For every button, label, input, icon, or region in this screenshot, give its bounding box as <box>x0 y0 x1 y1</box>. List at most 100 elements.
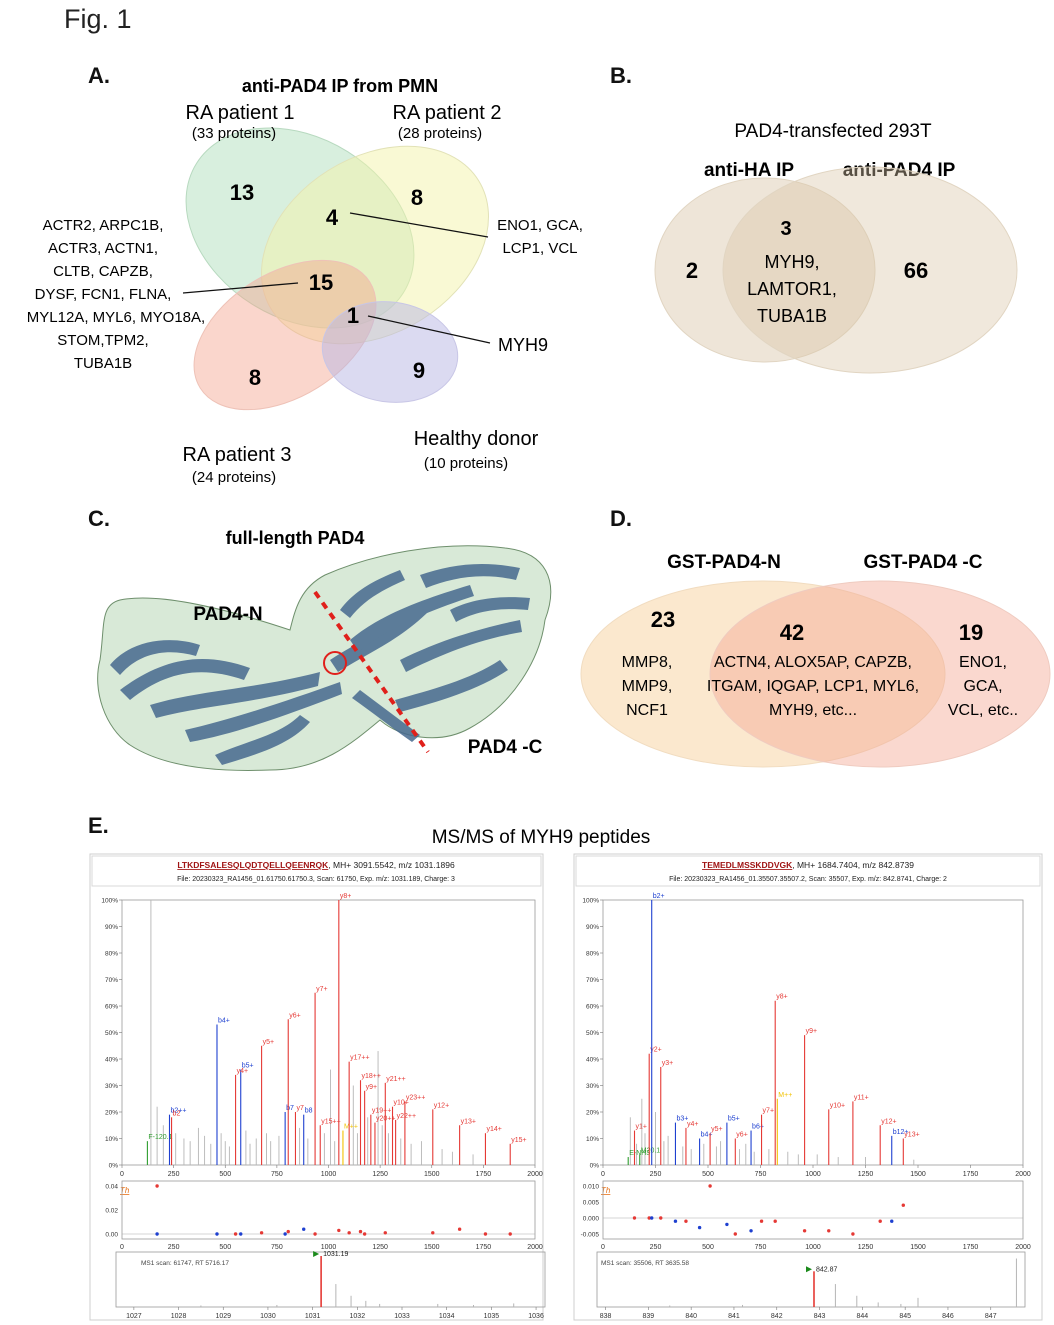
x-tick-label: 0 <box>601 1171 605 1178</box>
peak-label: b4+ <box>218 1018 230 1025</box>
venn-set-anti-pad4 <box>722 166 1018 374</box>
spectrum-panel: LTKDFSALESQLQDTQELLQEENRQK, MH+ 3091.554… <box>89 853 546 1321</box>
peak-label: y10+ <box>394 1100 409 1107</box>
ms1-frame <box>115 1251 546 1308</box>
ms1-x-tick-label: 843 <box>814 1313 826 1320</box>
peak-label: y18++ <box>362 1073 381 1080</box>
y-tick-label: 70% <box>586 977 599 984</box>
pad4-c-label: PAD4 -C <box>468 737 543 758</box>
error-point <box>684 1219 688 1223</box>
error-tick-label: 0.00 <box>105 1232 118 1239</box>
panel-b-label: B. <box>610 63 632 88</box>
venn-set-anti-ha <box>654 177 876 363</box>
leader-line-15 <box>182 282 299 294</box>
error-point <box>647 1216 651 1220</box>
error-point <box>313 1232 317 1236</box>
ms1-x-tick-label: 1032 <box>350 1313 366 1320</box>
error-tick-label: 0.005 <box>583 1200 600 1207</box>
peak-label: y4+ <box>687 1121 698 1128</box>
error-x-tick-label: 0 <box>120 1244 124 1251</box>
ms1-x-tick-label: 1028 <box>171 1313 187 1320</box>
panel-d-set-right: GST-PAD4 -C <box>864 552 983 573</box>
error-x-tick-label: 1250 <box>858 1244 874 1251</box>
ms1-scan-info: MS1 scan: 61747, RT 5716.17 <box>141 1260 229 1267</box>
error-x-tick-label: 1000 <box>805 1244 821 1251</box>
spectrum-title: LTKDFSALESQLQDTQELLQEENRQK, MH+ 3091.554… <box>177 860 455 870</box>
ms1-x-tick-label: 1033 <box>394 1313 410 1320</box>
error-x-tick-label: 750 <box>271 1244 283 1251</box>
panel-c-title: full-length PAD4 <box>226 528 365 548</box>
error-tick-label: 0.010 <box>583 1184 600 1191</box>
x-tick-label: 1750 <box>963 1171 979 1178</box>
peak-label: b6+ <box>752 1124 764 1131</box>
panel-c: C. full-length PAD4 PAD4-N PAD4 -C <box>88 506 552 771</box>
venn-set-gst-pad4-n <box>580 580 946 768</box>
error-x-tick-label: 0 <box>601 1244 605 1251</box>
y-tick-label: 50% <box>105 1030 118 1037</box>
panel-b-set-right: anti-PAD4 IP <box>843 160 956 181</box>
x-tick-label: 750 <box>755 1171 767 1178</box>
y-tick-label: 70% <box>105 977 118 984</box>
peak-label: b4+ <box>701 1132 713 1139</box>
x-tick-label: 500 <box>219 1171 231 1178</box>
error-tick-label: -0.005 <box>581 1232 600 1239</box>
precursor-info: , MH+ 3091.5542, m/z 1031.1896 <box>328 860 455 870</box>
error-point <box>483 1232 488 1236</box>
file-info: File: 20230323_RA1456_01.35507.35507.2, … <box>669 876 947 883</box>
error-point <box>659 1216 663 1220</box>
panel-e-label: E. <box>88 813 109 838</box>
error-point <box>283 1232 287 1236</box>
peak-label: y15+ <box>511 1137 526 1144</box>
peak-label: y13+ <box>461 1118 476 1125</box>
error-point <box>215 1232 219 1236</box>
list-15-line: ACTR3, ACTN1, <box>48 240 158 257</box>
y-tick-label: 10% <box>586 1136 599 1143</box>
set-count-ra-patient-1: (33 proteins) <box>192 125 276 142</box>
y-tick-label: 100% <box>582 898 599 905</box>
region-all-four: 1 <box>347 303 359 328</box>
panel-d: D. GST-PAD4-N GST-PAD4 -C 23 42 19 MMP8,… <box>580 506 1051 768</box>
peak-label: M++ <box>778 1092 792 1099</box>
error-point <box>239 1232 243 1236</box>
y-tick-label: 50% <box>586 1030 599 1037</box>
peak-label: y4+ <box>237 1068 248 1075</box>
peak-label: b2 <box>173 1110 181 1117</box>
peak-label: y11+ <box>854 1094 869 1101</box>
set-count-ra-patient-3: (24 proteins) <box>192 469 276 486</box>
list-15-line: DYSF, FCN1, FLNA, <box>35 286 172 303</box>
peak-label: y23++ <box>406 1094 425 1101</box>
error-point <box>457 1227 462 1231</box>
region-p1-p2-p3: 15 <box>309 270 333 295</box>
precursor-label: 1031.19 <box>323 1251 348 1258</box>
y-tick-label: 10% <box>105 1136 118 1143</box>
peak-label: y7+ <box>316 986 327 993</box>
error-point <box>383 1231 387 1235</box>
peak-label: y8+ <box>776 994 787 1001</box>
peak-label: b8 <box>305 1108 313 1115</box>
ms1-x-tick-label: 1027 <box>126 1313 142 1320</box>
error-point <box>233 1232 238 1236</box>
region-p3-only: 8 <box>249 365 261 390</box>
x-tick-label: 1250 <box>858 1171 874 1178</box>
peak-label: M++ <box>344 1124 358 1131</box>
list-15-line: STOM,TPM2, <box>57 332 148 349</box>
panel-d-overlap-line: MYH9, etc... <box>769 702 857 719</box>
error-x-tick-label: 1750 <box>476 1244 492 1251</box>
error-x-tick-label: 1750 <box>963 1244 979 1251</box>
spectrum-panel: TEMEDLMSSKDDVGK, MH+ 1684.7404, m/z 842.… <box>573 853 1043 1321</box>
error-point <box>259 1231 264 1235</box>
error-point <box>650 1216 654 1220</box>
venn-set-healthy-donor <box>321 301 459 403</box>
peak-label: b3+ <box>676 1116 688 1123</box>
region-hd-only: 9 <box>413 358 425 383</box>
cleavage-site-circle <box>323 651 347 675</box>
error-point <box>508 1232 512 1236</box>
error-tick-label: 0.02 <box>105 1208 118 1215</box>
ms1-x-tick-label: 841 <box>728 1313 740 1320</box>
error-point <box>759 1219 764 1223</box>
peak-label: y14+ <box>486 1126 501 1133</box>
error-point <box>347 1231 351 1235</box>
